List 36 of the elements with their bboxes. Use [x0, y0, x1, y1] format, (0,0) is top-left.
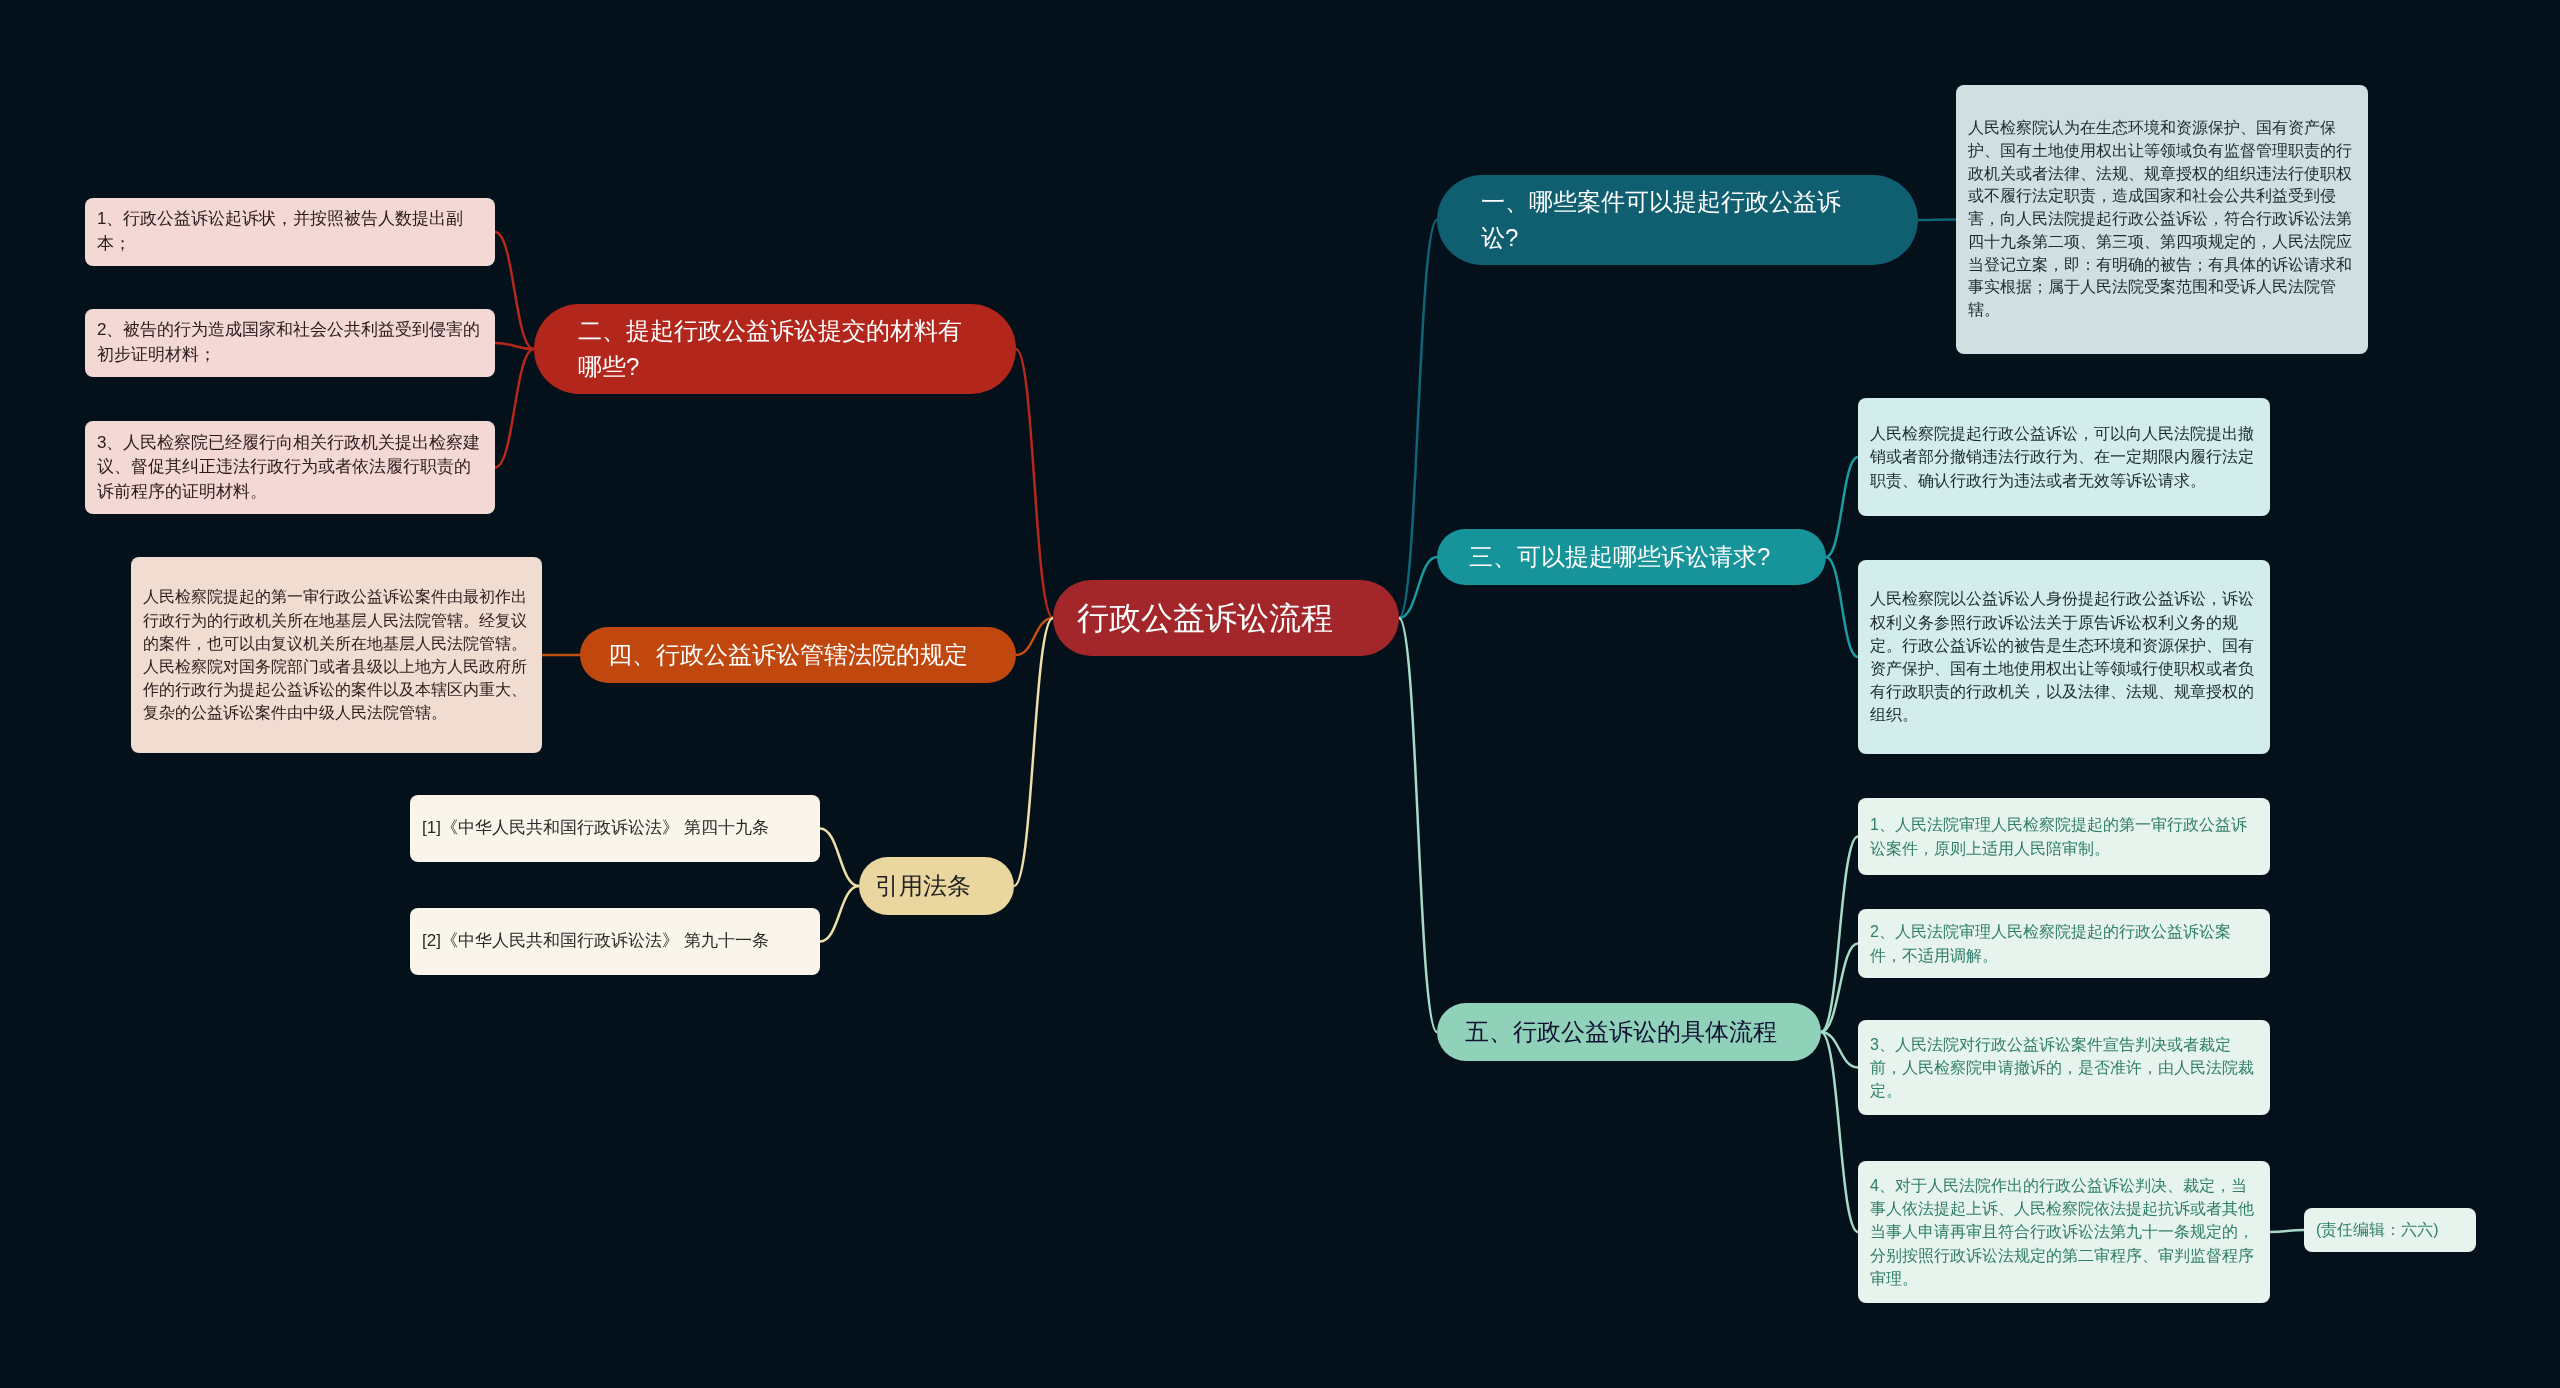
- connector-line: [1918, 218, 1956, 222]
- connector-line: [2270, 1228, 2304, 1234]
- connector-line: [542, 653, 580, 657]
- connector-line: [819, 884, 860, 943]
- detail-card: 4、对于人民法院作出的行政公益诉讼判决、裁定，当事人依法提起上诉、人民检察院依法提起抗诉或者其他当事人申请再审且符合行政诉讼法第九十一条规定的，分别按照行政诉讼法规定的第二审程序、审判监督程序审理。: [1858, 1161, 2270, 1303]
- connector-line: [819, 827, 860, 888]
- connector-line: [1820, 1031, 1859, 1233]
- central-topic: 行政公益诉讼流程: [1053, 580, 1399, 656]
- branch-topic: 二、提起行政公益诉讼提交的材料有哪些?: [534, 304, 1016, 394]
- detail-card: 人民检察院提起行政公益诉讼，可以向人民法院提出撤销或者部分撤销违法行政行为、在一定期限内履行法定职责、确认行政行为违法或者无效等诉讼请求。: [1858, 398, 2270, 516]
- detail-card: 1、人民法院审理人民检察院提起的第一审行政公益诉讼案件，原则上适用人民陪审制。: [1858, 798, 2270, 875]
- detail-card: 2、人民法院审理人民检察院提起的行政公益诉讼案件，不适用调解。: [1858, 909, 2270, 978]
- detail-card: 人民检察院以公益诉讼人身份提起行政公益诉讼，诉讼权利义务参照行政诉讼法关于原告诉讼权利义务的规定。行政公益诉讼的被告是生态环境和资源保护、国有资产保护、国有土地使用权出让等领域行使职权或者负有行政职责的行政机关，以及法律、法规、规章授权的组织。: [1858, 560, 2270, 754]
- detail-card: 2、被告的行为造成国家和社会公共利益受到侵害的初步证明材料；: [85, 309, 495, 377]
- connector-line: [494, 347, 535, 469]
- connector-line: [1013, 617, 1054, 887]
- connector-line: [1825, 455, 1859, 559]
- connector-line: [1820, 835, 1859, 1033]
- connector-line: [1015, 616, 1054, 657]
- citation-card: [1]《中华人民共和国行政诉讼法》 第四十九条: [410, 795, 820, 862]
- branch-topic: 四、行政公益诉讼管辖法院的规定: [580, 627, 1016, 683]
- branch-topic: 一、哪些案件可以提起行政公益诉讼?: [1437, 175, 1918, 265]
- connector-line: [1825, 555, 1859, 659]
- detail-card: 3、人民检察院已经履行向相关行政机关提出检察建议、督促其纠正违法行政行为或者依法履行职责的诉前程序的证明材料。: [85, 421, 495, 514]
- branch-topic: 引用法条: [859, 857, 1014, 915]
- citation-card: [2]《中华人民共和国行政诉讼法》 第九十一条: [410, 908, 820, 975]
- connector-line: [494, 230, 535, 351]
- connector-line: [1015, 348, 1054, 619]
- branch-topic: 三、可以提起哪些诉讼请求?: [1437, 529, 1826, 585]
- detail-card: 3、人民法院对行政公益诉讼案件宣告判决或者裁定前，人民检察院申请撤诉的，是否准许，由人民法院裁定。: [1858, 1020, 2270, 1115]
- branch-topic: 五、行政公益诉讼的具体流程: [1437, 1003, 1821, 1061]
- detail-card: 人民检察院提起的第一审行政公益诉讼案件由最初作出行政行为的行政机关所在地基层人民法院管辖。经复议的案件，也可以由复议机关所在地基层人民法院管辖。人民检察院对国务院部门或者县级以上地方人民政府所作的行政行为提起公益诉讼的案件以及本辖区内重大、复杂的公益诉讼案件由中级人民法院管辖。: [131, 557, 542, 753]
- detail-card: 1、行政公益诉讼起诉状，并按照被告人数提出副本；: [85, 198, 495, 266]
- detail-card: 人民检察院认为在生态环境和资源保护、国有资产保护、国有土地使用权出让等领域负有监督管理职责的行政机关或者法律、法规、规章授权的组织违法行使职权或不履行法定职责，造成国家和社会公共利益受到侵害，向人民法院提起行政公益诉讼，符合行政诉讼法第四十九条第二项、第三项、第四项规定的，人民法院应当登记立案，即：有明确的被告；有具体的诉讼请求和事实根据；属于人民法院受案范围和受诉人民法院管辖。: [1956, 85, 2368, 354]
- editor-note: (责任编辑：六六): [2304, 1208, 2476, 1252]
- connector-line: [1398, 555, 1438, 620]
